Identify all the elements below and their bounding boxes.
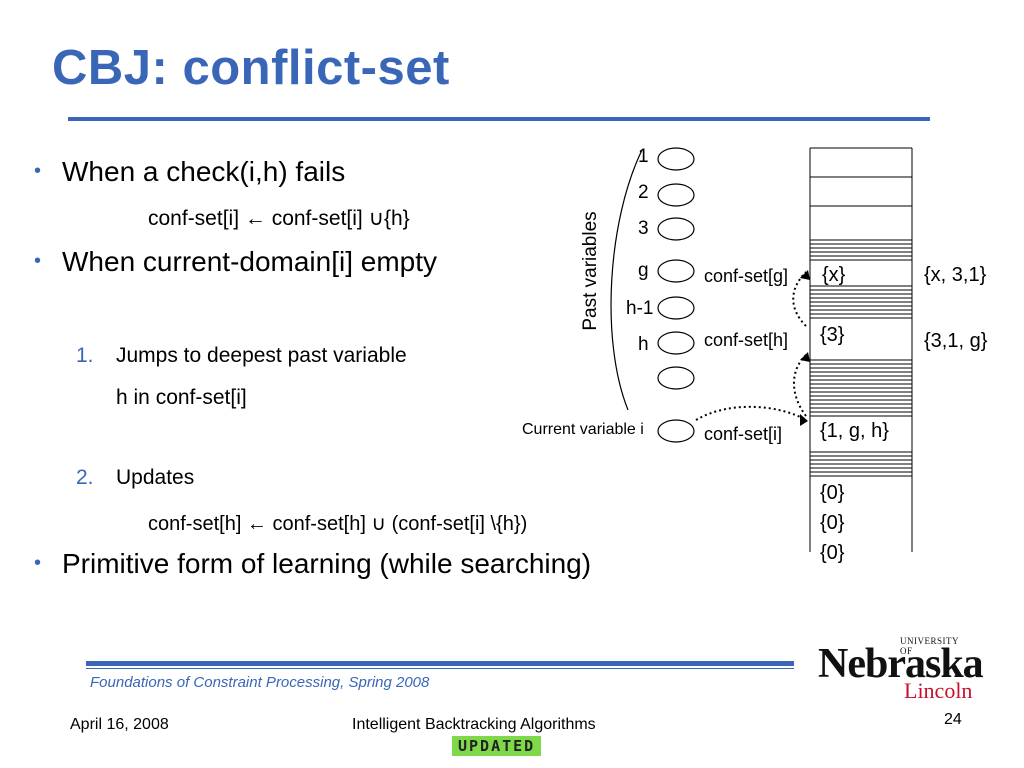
var-label-g: g	[638, 260, 649, 281]
numbered-item-1-continued: h in conf-set[i]	[116, 386, 247, 409]
logo-university-text: UNIVERSITY OF	[900, 636, 959, 656]
arrowhead	[800, 352, 810, 362]
item-number: 1.	[76, 344, 94, 367]
confset-update-formula: conf-set[i] ← conf-set[i] ∪{h}	[148, 207, 410, 230]
item-text: Updates	[116, 466, 195, 489]
bullet-dot: •	[34, 250, 42, 272]
zero-value: {0}	[820, 512, 845, 534]
variable-oval	[657, 366, 695, 390]
arrow-current-to-i	[695, 405, 807, 421]
confset-g-label: conf-set[g]	[704, 266, 789, 286]
bullet-text: When current-domain[i] empty	[62, 246, 438, 277]
footer-rule	[86, 661, 794, 666]
var-label-2: 2	[638, 182, 649, 203]
bullet-dot: •	[34, 160, 42, 182]
arrow-i-to-h	[793, 354, 807, 417]
bullet-text: Primitive form of learning (while search…	[62, 548, 592, 579]
slide-title: CBJ: conflict-set	[52, 41, 450, 95]
zero-value: {0}	[820, 482, 845, 504]
updated-stamp: UPDATED	[452, 736, 542, 756]
item-number: 2.	[76, 466, 94, 489]
numbered-item-1: 1. Jumps to deepest past variable	[76, 344, 407, 368]
confset-i-label: conf-set[i]	[704, 424, 783, 444]
item-text: Jumps to deepest past variable	[116, 344, 407, 367]
variable-oval	[657, 217, 695, 241]
confset-h-label: conf-set[h]	[704, 330, 789, 350]
numbered-item-2: 2. Updates	[76, 466, 194, 490]
var-label-h-1: h-1	[626, 298, 654, 319]
cell-i-value: {1, g, h}	[820, 420, 889, 442]
logo-campus: Lincoln	[904, 678, 973, 703]
slide-number: 24	[944, 711, 962, 728]
arrowhead	[800, 414, 808, 426]
variable-ovals	[657, 147, 695, 443]
bullet-primitive-learning: • Primitive form of learning (while searc…	[34, 548, 591, 580]
variable-oval-current	[657, 419, 695, 443]
logo-name: Nebraska	[818, 641, 984, 687]
bullet-dot: •	[34, 552, 42, 574]
var-label-h: h	[638, 334, 649, 355]
past-variables-brace	[610, 149, 643, 411]
zero-value: {0}	[820, 542, 845, 564]
slide-topic: Intelligent Backtracking Algorithms	[352, 716, 596, 733]
updated-confset-h: {3,1, g}	[924, 330, 988, 352]
cell-g-value: {x}	[822, 264, 846, 286]
bullet-text: When a check(i,h) fails	[62, 156, 346, 187]
title-rule	[68, 117, 930, 121]
past-variables-label: Past variables	[580, 211, 601, 331]
slide-date: April 16, 2008	[70, 716, 169, 733]
updated-confset-g: {x, 3,1}	[924, 264, 987, 286]
cell-h-value: {3}	[820, 324, 845, 346]
variable-oval	[657, 296, 695, 320]
arrowhead	[800, 270, 810, 280]
variable-oval	[657, 259, 695, 283]
arrow-h-to-g	[792, 271, 807, 327]
variable-oval	[657, 331, 695, 355]
bullet-check-fails: • When a check(i,h) fails	[34, 156, 345, 188]
bullet-domain-empty: • When current-domain[i] empty	[34, 246, 437, 278]
variable-oval	[657, 147, 695, 171]
variable-oval	[657, 183, 695, 207]
footer-rule-thin	[86, 668, 794, 669]
course-name: Foundations of Constraint Processing, Sp…	[90, 674, 430, 691]
university-logo: UNIVERSITY OF Nebraska Lincoln	[818, 636, 984, 703]
confset-h-update-formula: conf-set[h] ← conf-set[h] ∪ (conf-set[i]…	[148, 513, 528, 535]
var-label-1: 1	[638, 146, 649, 167]
domain-stack	[809, 147, 913, 552]
current-variable-label: Current variable i	[522, 421, 644, 438]
var-label-3: 3	[638, 218, 649, 239]
